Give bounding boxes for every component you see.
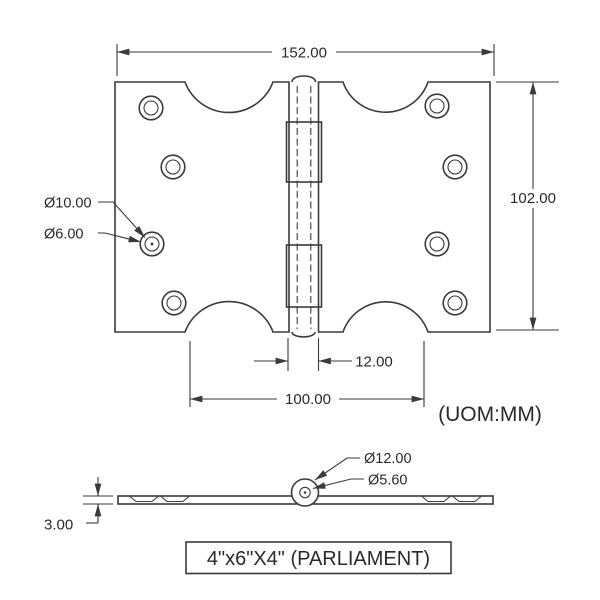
leaf-thickness-value: 3.00	[44, 517, 73, 534]
screw-holes-right-leaf	[424, 93, 468, 316]
pin-dia-value: Ø5.60	[368, 473, 408, 489]
countersink-profile	[452, 496, 482, 503]
hole-dia-value: Ø6.00	[44, 227, 84, 243]
drawing-title: 4"x6"X4" (PARLIAMENT)	[207, 548, 430, 570]
knuckle-segment-lower	[285, 244, 323, 308]
dimension-overall-width: 152.00	[116, 44, 495, 76]
screw-hole	[424, 93, 450, 119]
dimension-inner-width: 100.00	[189, 341, 425, 408]
knuckle-barrel	[285, 75, 323, 338]
screw-hole	[161, 290, 187, 316]
countersink-profile	[160, 496, 190, 503]
screw-hole-with-leader	[139, 231, 165, 257]
knuckle-end-view	[290, 478, 320, 507]
screw-hole	[424, 231, 450, 257]
countersink-profile	[421, 496, 451, 503]
leader-pin-dia: Ø5.60	[312, 473, 408, 490]
side-view: Ø12.00 Ø5.60 3.00	[44, 451, 494, 534]
title-box	[185, 541, 452, 575]
knuckle-width-value: 12.00	[355, 354, 393, 371]
screw-hole	[442, 290, 468, 316]
leader-knuckle-dia: Ø12.00	[314, 451, 412, 481]
title-block: 4"x6"X4" (PARLIAMENT)	[185, 541, 452, 575]
pin-cap-top	[291, 75, 317, 83]
countersink-dia-value: Ø10.00	[44, 196, 92, 212]
unit-of-measure-note: (UOM:MM)	[438, 403, 542, 426]
dimension-knuckle-width: 12.00	[254, 338, 393, 371]
overall-width-value: 152.00	[281, 45, 327, 62]
knuckle-dia-value: Ø12.00	[364, 451, 412, 467]
leader-countersink-dia: Ø10.00	[44, 196, 146, 238]
screw-holes-left-leaf	[138, 95, 187, 316]
right-leaf-outline	[317, 81, 491, 333]
dimension-leaf-thickness: 3.00	[44, 477, 113, 534]
countersink-profile	[129, 496, 159, 503]
screw-hole	[138, 95, 164, 121]
leader-hole-dia: Ø6.00	[44, 227, 142, 243]
top-view	[114, 75, 491, 338]
knuckle-segment-upper	[285, 121, 323, 183]
inner-width-value: 100.00	[285, 391, 331, 408]
overall-height-value: 102.00	[510, 190, 556, 207]
left-leaf-outline	[114, 81, 290, 333]
dimension-overall-height: 102.00	[496, 81, 559, 331]
screw-hole	[442, 154, 468, 180]
pin-cap-bottom	[291, 331, 316, 338]
screw-hole	[160, 154, 186, 180]
